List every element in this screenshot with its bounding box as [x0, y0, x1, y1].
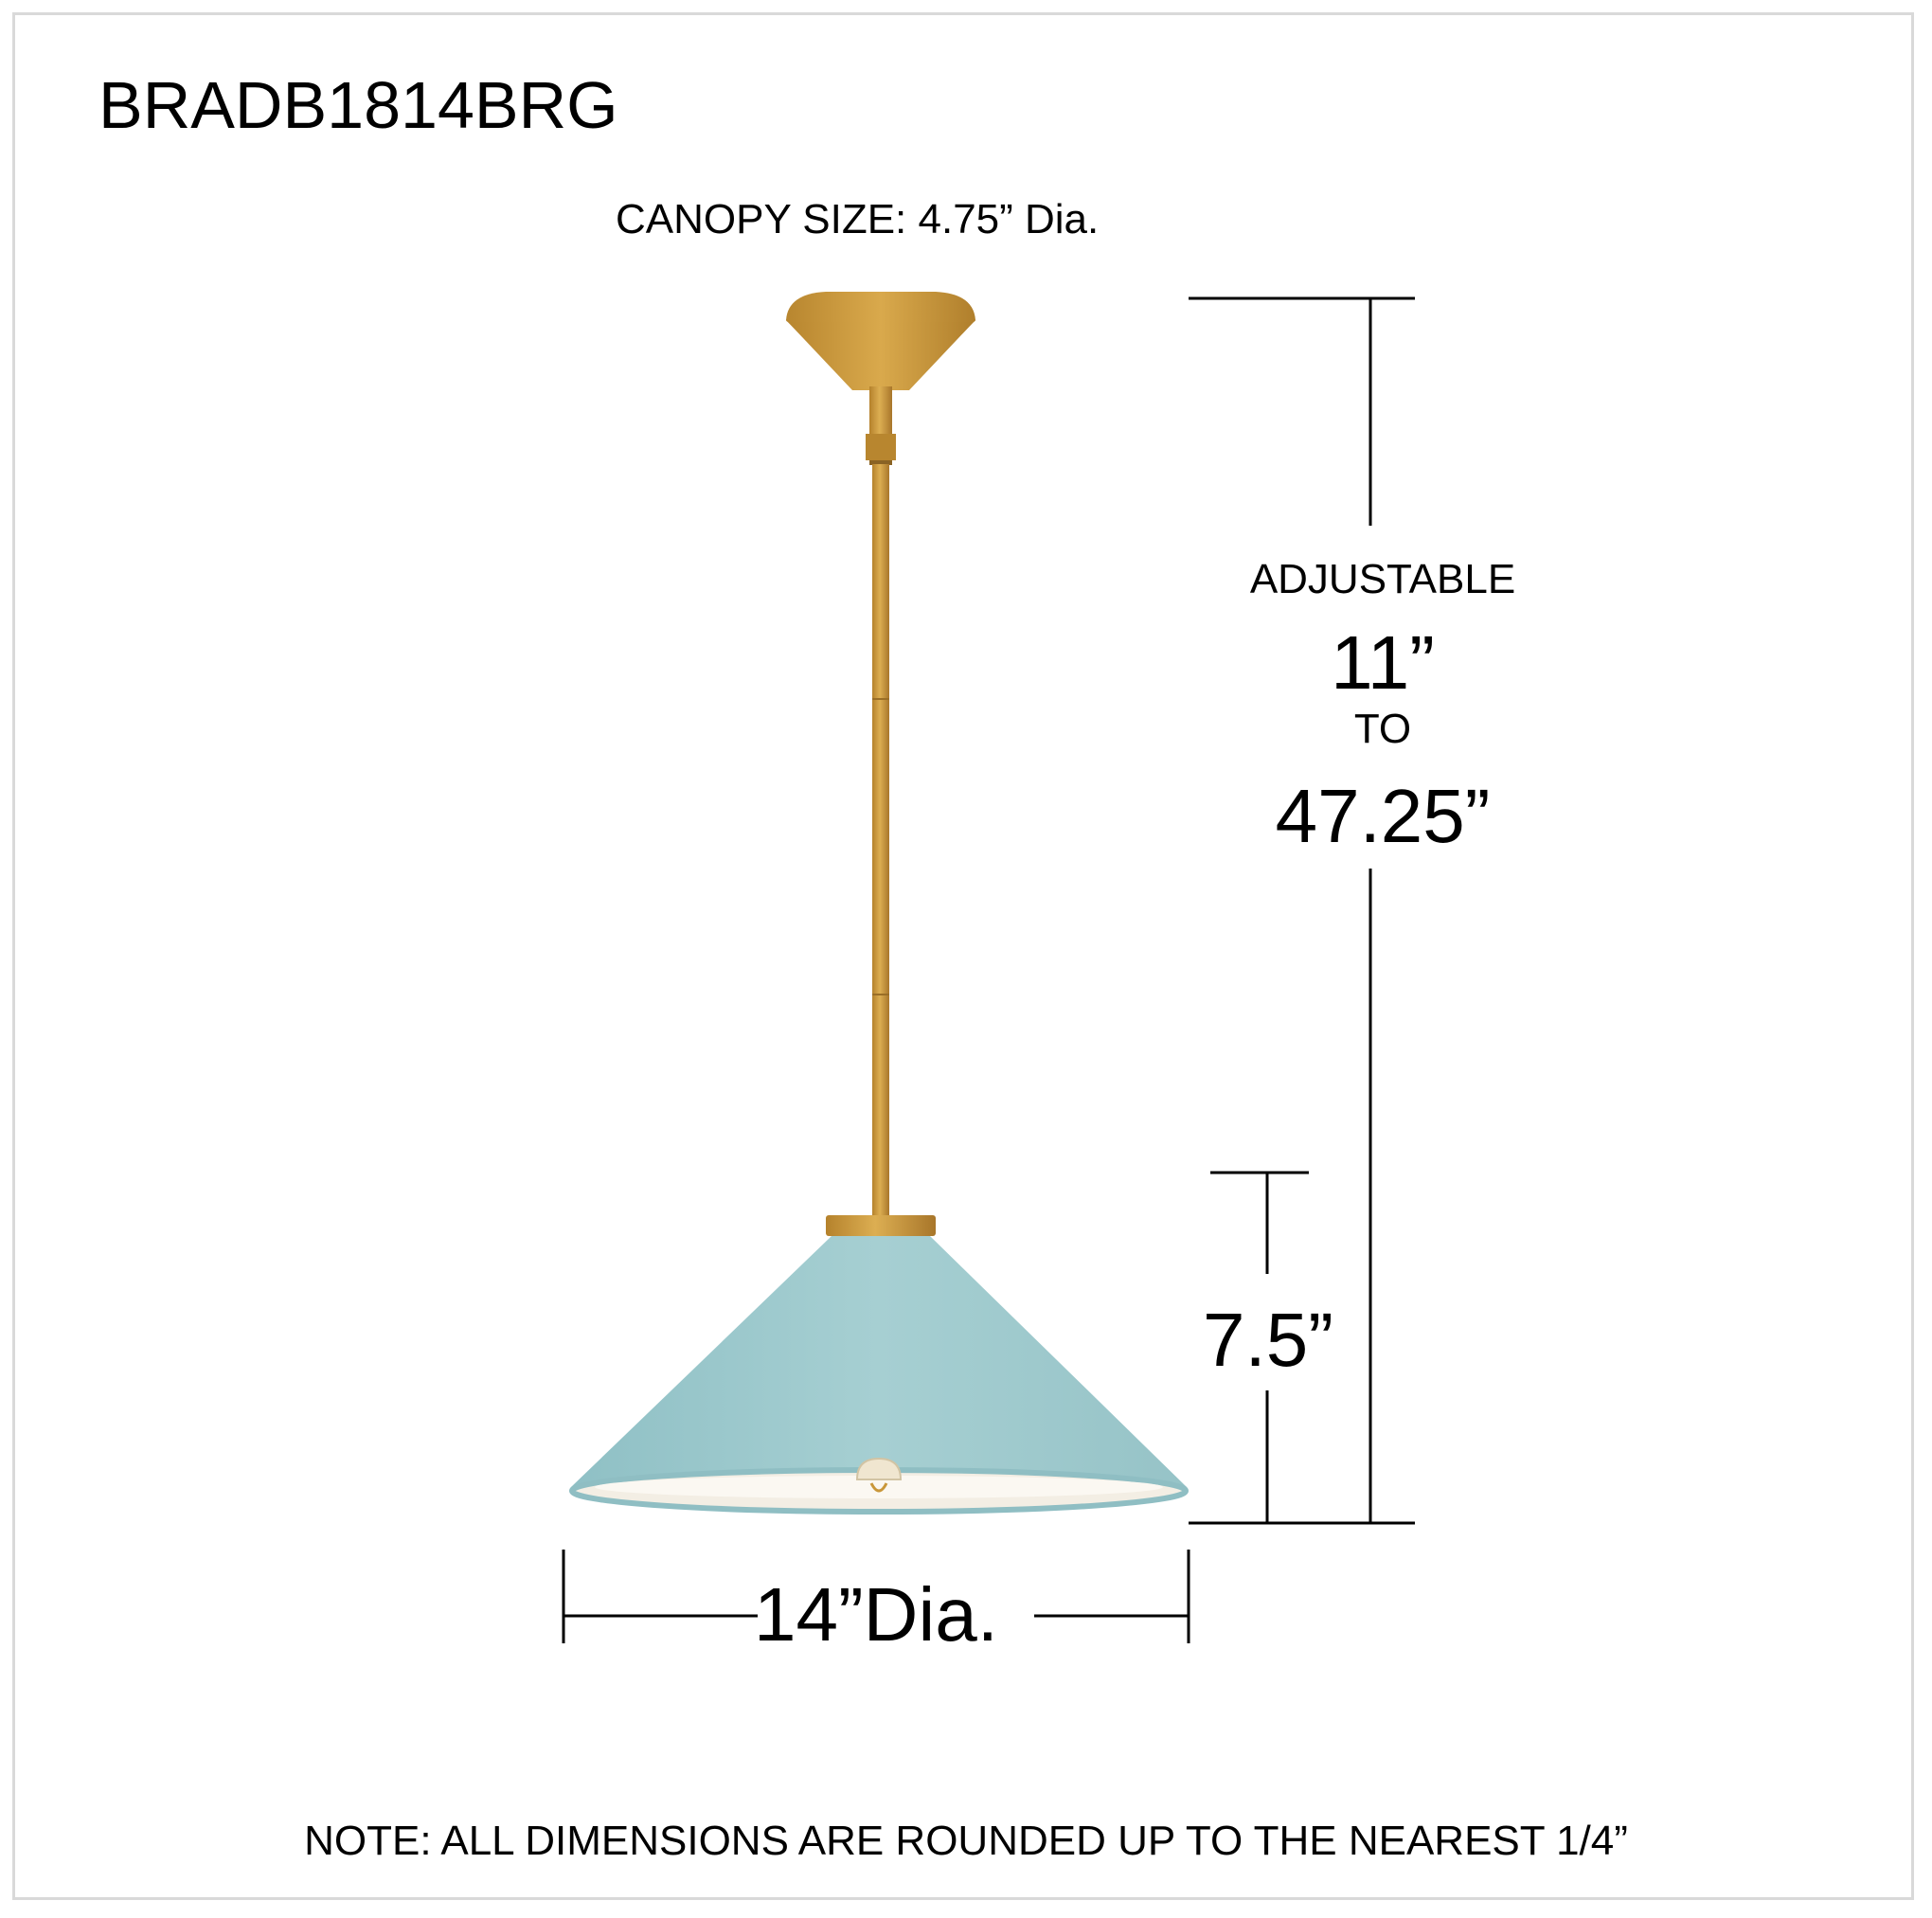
adjustable-label: ADJUSTABLE: [1249, 556, 1516, 602]
canopy-icon: [786, 292, 975, 390]
adjustable-min-value: 11”: [1331, 620, 1435, 705]
pendant-light-icon: [569, 292, 1189, 1515]
adjustable-to-label: TO: [1353, 706, 1412, 752]
model-number: BRADB1814BRG: [98, 68, 618, 142]
dimensions-note: NOTE: ALL DIMENSIONS ARE ROUNDED UP TO T…: [304, 1818, 1628, 1864]
stem-collar-icon: [866, 434, 896, 460]
shade-height-value: 7.5”: [1203, 1298, 1333, 1382]
adjustable-max-value: 47.25”: [1275, 774, 1491, 858]
bulb-icon: [855, 1457, 903, 1493]
stem-coupler-icon: [869, 386, 892, 434]
canopy-size-label: CANOPY SIZE: 4.75” Dia.: [616, 196, 1100, 242]
diameter-dimension: [562, 1550, 1190, 1643]
diameter-value: 14”Dia.: [754, 1572, 998, 1657]
page-frame: [12, 12, 1914, 1900]
shade-height-dimension: [1210, 1171, 1309, 1523]
down-rod-icon: [872, 464, 889, 1222]
overall-height-dimension: [1189, 296, 1415, 1525]
shade-cap-icon: [826, 1215, 936, 1236]
